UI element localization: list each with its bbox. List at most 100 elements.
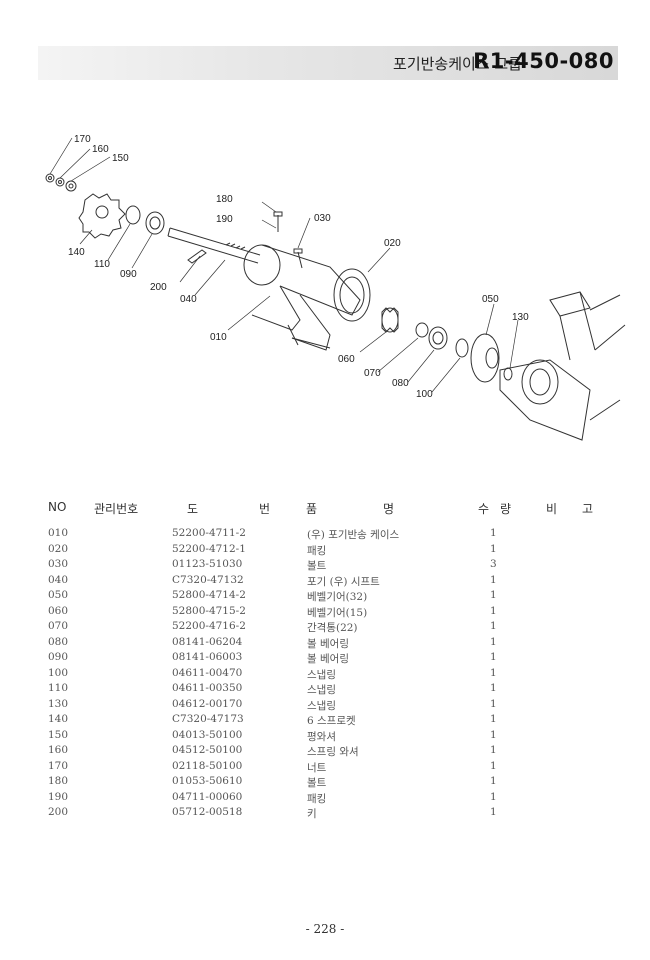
row-name: 스냅링 [307, 684, 336, 696]
page-number: - 228 - [305, 922, 345, 936]
row-qty: 1 [490, 682, 497, 694]
row-part: 02118-50100 [172, 759, 243, 772]
row-name: 스냅링 [307, 699, 336, 712]
callout-060: 060 [338, 354, 355, 365]
row-part: C7320-47132 [172, 573, 244, 586]
row-name: 6 스프로켓 [307, 715, 356, 727]
row-name: 포기 (우) 시프트 [307, 575, 380, 588]
row-no: 190 [48, 790, 69, 803]
row-no: 100 [48, 666, 69, 679]
row-no: 080 [48, 635, 69, 648]
row-name: 볼트 [307, 777, 327, 789]
row-name: 볼 베어링 [307, 653, 349, 665]
row-no: 030 [48, 558, 69, 570]
col-header-drawing-2: 번 [259, 502, 271, 516]
row-qty: 1 [490, 744, 497, 756]
callout-170: 170 [74, 134, 91, 145]
row-part: 52200-4711-2 [172, 527, 246, 539]
row-name: 너트 [307, 761, 327, 774]
row-no: 150 [48, 728, 69, 741]
row-no: 140 [48, 713, 69, 725]
callout-020: 020 [384, 238, 401, 249]
row-no: 060 [48, 604, 69, 617]
row-part: 04611-00350 [172, 682, 243, 694]
callout-090: 090 [120, 269, 137, 280]
row-part: 05712-00518 [172, 806, 243, 818]
row-part: 52200-4716-2 [172, 620, 246, 632]
row-name: 간격통(22) [307, 622, 358, 634]
row-part: 08141-06003 [172, 651, 243, 663]
callout-130: 130 [512, 312, 529, 323]
table-row: 150 04013-50100 평와셔 1 [0, 729, 650, 744]
row-no: 070 [48, 620, 69, 632]
callout-190: 190 [216, 214, 233, 225]
row-part: 52800-4714-2 [172, 589, 246, 601]
row-name: 베벨기어(15) [307, 606, 368, 619]
row-name: 볼 베어링 [307, 637, 349, 650]
row-qty: 3 [490, 558, 497, 570]
row-no: 090 [48, 651, 69, 663]
exploded-parts-diagram: 170 160 150 140 110 090 180 190 030 020 … [45, 134, 626, 441]
row-no: 020 [48, 542, 69, 555]
row-qty: 1 [490, 790, 497, 803]
callout-070: 070 [364, 368, 381, 379]
callout-010: 010 [210, 332, 227, 343]
callout-200: 200 [150, 282, 167, 293]
row-qty: 1 [490, 589, 497, 601]
row-no: 160 [48, 744, 69, 756]
callout-050: 050 [482, 294, 499, 305]
row-part: 04512-50100 [172, 744, 243, 756]
row-part: 01123-51030 [172, 558, 243, 570]
row-part: 52800-4715-2 [172, 604, 246, 617]
callout-150: 150 [112, 153, 129, 164]
row-name: 패킹 [307, 792, 327, 805]
group-title: 포기반송케이스 그룹 [393, 55, 522, 73]
callout-110: 110 [94, 259, 110, 270]
table-row: 170 02118-50100 너트 1 [0, 760, 650, 775]
row-no: 170 [48, 759, 69, 772]
row-qty: 1 [490, 728, 497, 741]
row-qty: 1 [490, 573, 497, 586]
col-header-no: NO [48, 500, 67, 514]
row-qty: 1 [490, 759, 497, 772]
col-header-remark-2: 고 [582, 502, 594, 516]
callout-030: 030 [314, 213, 331, 224]
row-qty: 1 [490, 775, 497, 787]
col-header-qty-1: 수 [478, 502, 490, 516]
row-qty: 1 [490, 635, 497, 648]
row-no: 010 [48, 527, 69, 539]
col-header-mgmt: 관리번호 [94, 502, 139, 516]
callout-140: 140 [68, 247, 85, 258]
row-part: C7320-47173 [172, 713, 244, 725]
callout-040: 040 [180, 294, 197, 305]
header-band [38, 46, 618, 80]
row-name: 키 [307, 808, 317, 820]
row-qty: 1 [490, 542, 497, 555]
row-name: 스프링 와셔 [307, 746, 359, 758]
callout-160: 160 [92, 144, 109, 155]
callout-180: 180 [216, 194, 233, 205]
row-part: 04612-00170 [172, 697, 243, 710]
table-row: 090 08141-06003 볼 베어링 1 [0, 651, 650, 666]
callout-100: 100 [416, 389, 433, 400]
row-part: 04013-50100 [172, 728, 243, 741]
row-qty: 1 [490, 651, 497, 663]
row-qty: 1 [490, 806, 497, 818]
row-name: 평와셔 [307, 730, 336, 743]
row-name: 스냅링 [307, 668, 336, 681]
row-part: 04611-00470 [172, 666, 243, 679]
